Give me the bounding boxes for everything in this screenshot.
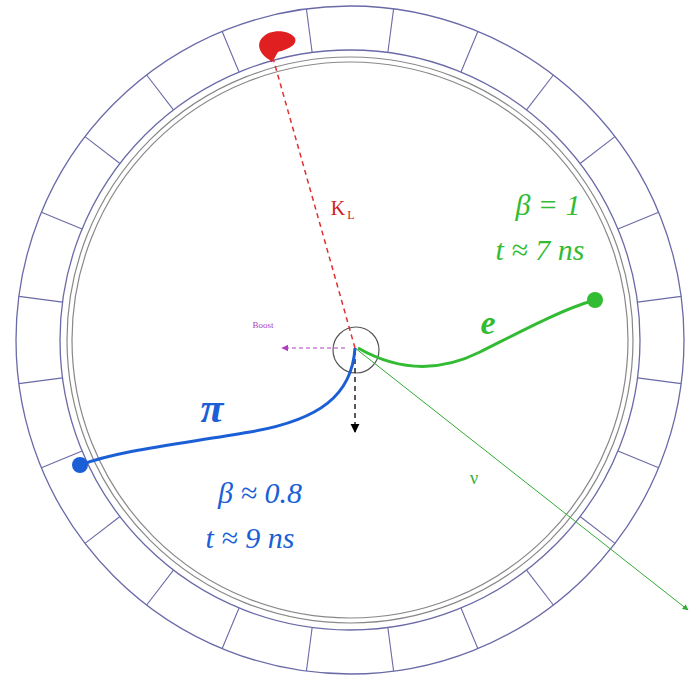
- boost-arrow: [282, 347, 345, 348]
- calorimeter-cluster: [259, 31, 295, 62]
- segment-divider: [638, 378, 682, 384]
- pion-time: t ≈ 9 ns: [206, 523, 295, 553]
- segment-divider: [527, 75, 554, 110]
- pion-hit: [72, 457, 88, 473]
- neutrino-direction: [355, 348, 688, 610]
- segment-divider: [618, 451, 659, 468]
- segment-divider: [41, 212, 82, 229]
- segment-divider: [461, 608, 478, 649]
- recoil-arrow: [354, 350, 355, 432]
- segment-divider: [580, 137, 615, 164]
- segment-divider: [638, 296, 682, 302]
- calorimeter-segments: [19, 9, 681, 671]
- electron-hit: [587, 292, 603, 308]
- calorimeter-outer: [16, 6, 684, 674]
- pion-label: π: [201, 387, 224, 429]
- kaon-path: [273, 58, 355, 348]
- kaon-subscript: L: [347, 209, 354, 221]
- segment-divider: [85, 517, 120, 544]
- segment-divider: [222, 608, 239, 649]
- segment-divider: [85, 137, 120, 164]
- pion-track: [80, 348, 355, 465]
- segment-divider: [19, 296, 63, 302]
- electron-track: [358, 300, 595, 367]
- pion-velocity: β ≈ 0.8: [218, 478, 302, 508]
- electron-velocity: β = 1: [515, 190, 580, 220]
- chamber-wall-outer: [67, 57, 633, 623]
- neutrino-label: ν: [470, 469, 478, 487]
- segment-divider: [147, 75, 174, 110]
- segment-divider: [306, 628, 312, 672]
- boost-label: Boost: [252, 321, 273, 330]
- segment-divider: [19, 378, 63, 384]
- electron-time: t ≈ 7 ns: [496, 235, 585, 265]
- kaon-label: K: [331, 198, 345, 218]
- segment-divider: [527, 570, 554, 605]
- segment-divider: [388, 628, 394, 672]
- segment-divider: [618, 212, 659, 229]
- segment-divider: [147, 570, 174, 605]
- segment-divider: [306, 9, 312, 53]
- chamber-wall-inner: [72, 62, 628, 618]
- electron-label: e: [480, 306, 495, 340]
- calorimeter-inner: [60, 50, 640, 630]
- segment-divider: [222, 31, 239, 72]
- segment-divider: [461, 31, 478, 72]
- segment-divider: [388, 9, 394, 53]
